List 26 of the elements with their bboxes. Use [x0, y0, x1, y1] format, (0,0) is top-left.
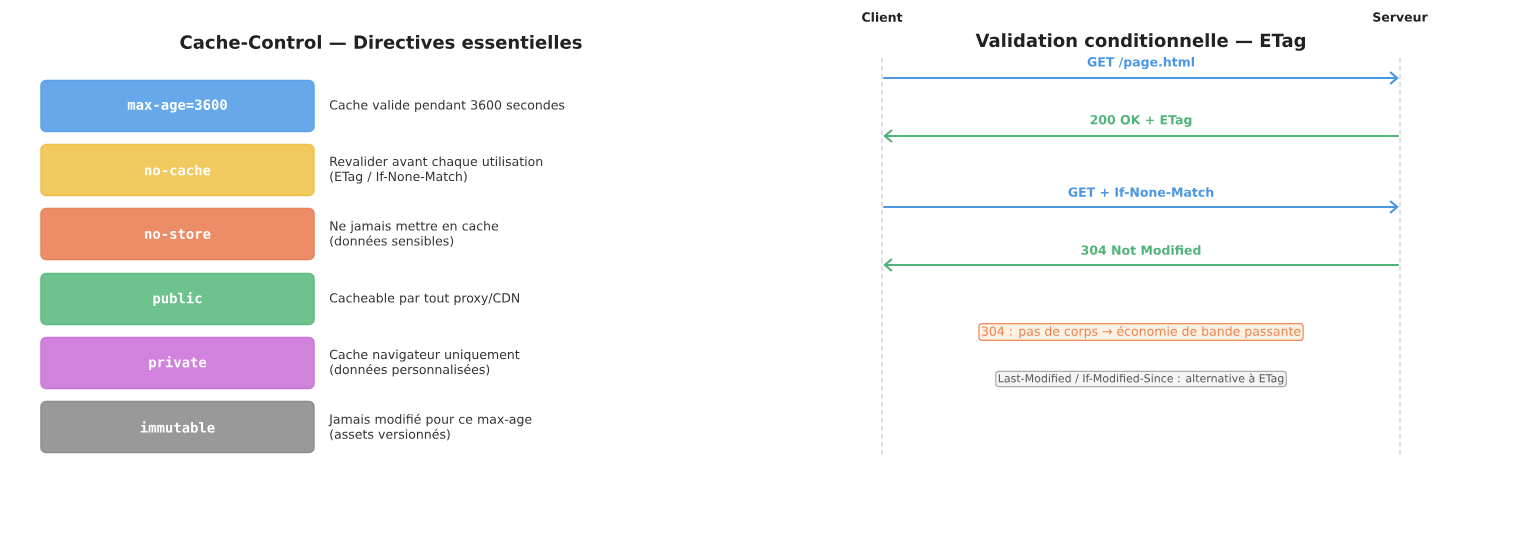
arrow: [883, 129, 1399, 143]
note-box: Last-Modified / If-Modified-Since : alternative à ETag: [995, 370, 1287, 388]
description-text: Cache valide pendant 3600 secondes: [329, 99, 565, 113]
description-text: Revalider avant chaque utilisation (ETag / If-None-Match): [330, 156, 543, 184]
arrow: [883, 200, 1399, 214]
edge-label: GET /page.html: [1086, 55, 1196, 71]
directive-box: no-store: [40, 207, 315, 261]
edge-label: 304 Not Modified: [1079, 244, 1203, 256]
heading: Validation conditionnelle — ETag: [975, 33, 1305, 51]
directive-box: immutable: [40, 400, 315, 454]
directive-box: public: [40, 272, 315, 326]
description-text: Jamais modifié pour ce max-age (assets versionnés): [328, 413, 532, 441]
directive-box: max-age=3600: [40, 79, 315, 133]
participant-label: Serveur: [1373, 12, 1428, 22]
description-text: Ne jamais mettre en cache (données sensibles): [330, 220, 499, 248]
directive-box: no-cache: [40, 143, 315, 197]
edge-label: 200 OK + ETag: [1088, 114, 1194, 128]
participant-label: Client: [862, 12, 903, 22]
heading: Cache-Control — Directives essentielles: [180, 35, 582, 49]
description-text: Cacheable par tout proxy/CDN: [329, 292, 519, 306]
description-text: Cache navigateur uniquement (données personnalisées): [329, 349, 520, 377]
arrow: [883, 258, 1399, 272]
directive-box: private: [40, 336, 315, 390]
note-box: 304 : pas de corps → économie de bande passante: [978, 323, 1304, 341]
arrow: [883, 71, 1399, 85]
edge-label: GET + If-None-Match: [1066, 186, 1216, 198]
